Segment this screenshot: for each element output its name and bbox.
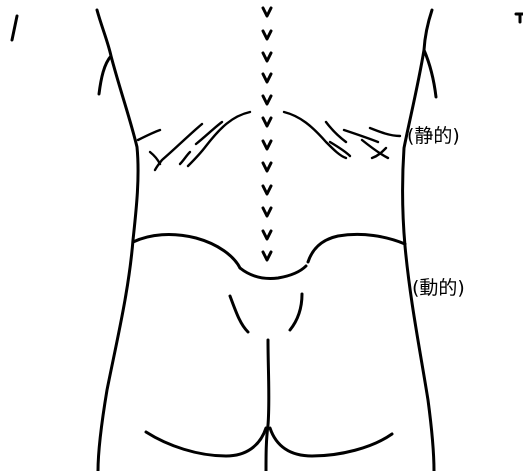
spine-marks: [263, 8, 271, 260]
right-rib-strokes: [284, 112, 400, 158]
left-buttock-curve: [146, 428, 266, 456]
sacrum-left-side: [230, 296, 248, 332]
sacrum-top-curve: [240, 266, 306, 279]
iliac-crest-right: [308, 234, 405, 262]
sacrum-right-side: [290, 294, 302, 330]
top-right-stray-mark: [516, 14, 523, 22]
upper-label: (静的): [407, 127, 460, 146]
left-body-outline: [97, 10, 138, 471]
lower-label: (動的): [412, 279, 465, 298]
right-buttock-curve: [270, 428, 392, 456]
right-body-outline: [403, 10, 436, 471]
top-left-stray-mark: [12, 16, 17, 40]
iliac-crest-left: [133, 235, 240, 268]
left-rib-strokes: [138, 112, 250, 170]
gluteal-cleft: [266, 340, 269, 471]
